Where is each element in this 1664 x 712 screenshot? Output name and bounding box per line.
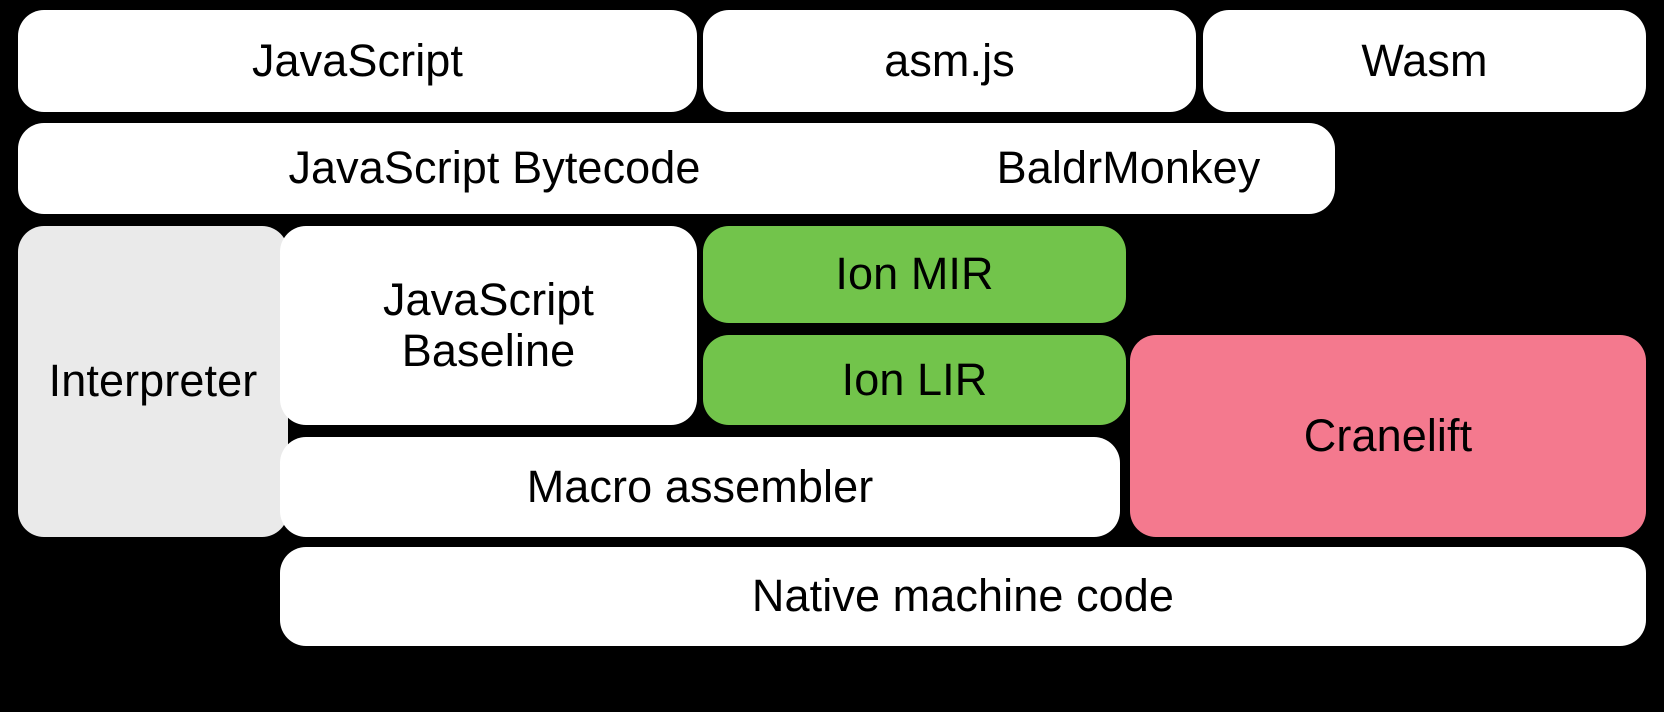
node-javascript[interactable]: JavaScript bbox=[18, 10, 697, 112]
node-javascript-baseline[interactable]: JavaScript Baseline bbox=[280, 226, 697, 425]
node-native-machine-code[interactable]: Native machine code bbox=[280, 547, 1646, 646]
node-ion-mir[interactable]: Ion MIR bbox=[703, 226, 1126, 323]
node-interpreter[interactable]: Interpreter bbox=[18, 226, 288, 537]
node-macro-assembler[interactable]: Macro assembler bbox=[280, 437, 1120, 537]
node-asm-js[interactable]: asm.js bbox=[703, 10, 1196, 112]
node-baldrmonkey[interactable]: BaldrMonkey bbox=[922, 123, 1335, 214]
node-javascript-bytecode[interactable]: JavaScript Bytecode bbox=[18, 123, 971, 214]
node-cranelift[interactable]: Cranelift bbox=[1130, 335, 1646, 537]
node-wasm[interactable]: Wasm bbox=[1203, 10, 1646, 112]
node-ion-lir[interactable]: Ion LIR bbox=[703, 335, 1126, 425]
